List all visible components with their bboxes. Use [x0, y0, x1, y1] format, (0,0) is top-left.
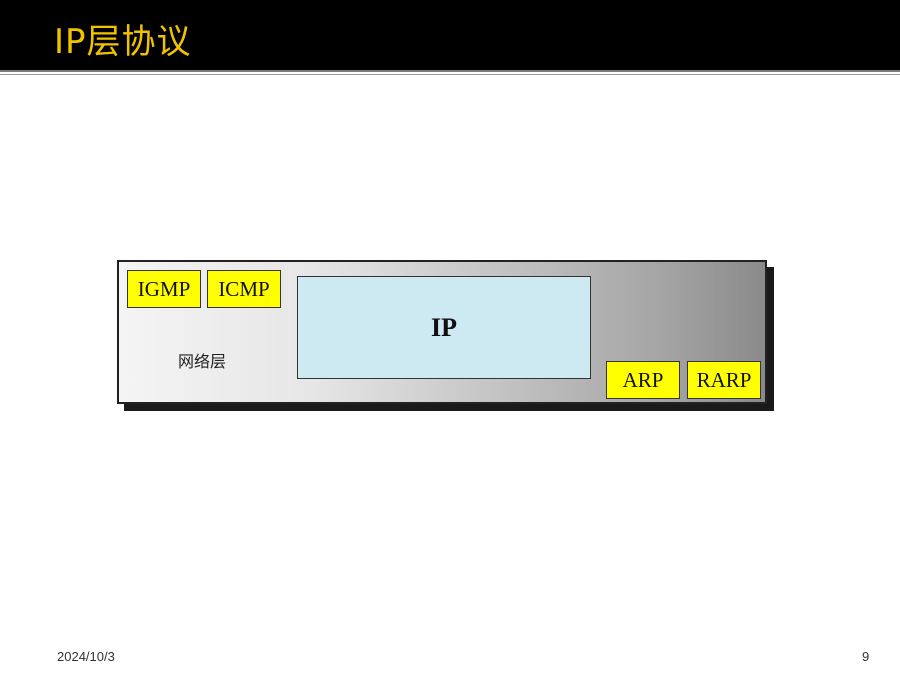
layer-label: 网络层 [178, 352, 227, 371]
footer-page-number: 9 [862, 649, 870, 664]
network-layer-diagram: IGMP ICMP IP 网络层 ARP RARP [117, 260, 767, 404]
title-divider [0, 70, 900, 72]
slide-title: IP层协议 [54, 22, 192, 62]
footer-date: 2024/10/3 [57, 649, 115, 664]
title-divider-thin [0, 74, 900, 75]
protocol-box-arp: ARP [606, 361, 680, 399]
protocol-box-igmp: IGMP [127, 270, 201, 308]
protocol-box-rarp: RARP [687, 361, 761, 399]
ip-protocol-box: IP [297, 276, 591, 379]
title-bar: IP层协议 [0, 0, 900, 70]
protocol-box-icmp: ICMP [207, 270, 281, 308]
